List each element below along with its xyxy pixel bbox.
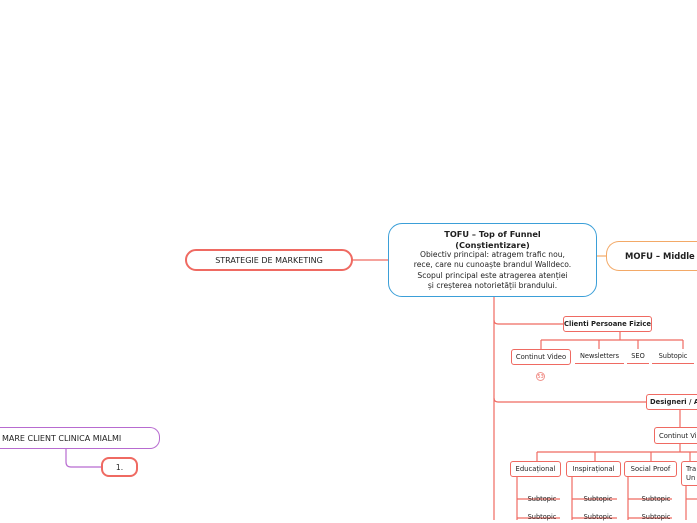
topic-strategie-de-marketing[interactable]: STRATEGIE DE MARKETING bbox=[185, 249, 353, 271]
topic-mofu[interactable]: MOFU – Middle of bbox=[606, 241, 697, 271]
educational-label: Educațional bbox=[515, 465, 556, 473]
subtopic-ins-1-label: Subtopic bbox=[583, 495, 613, 503]
clinica-label: MARE CLIENT CLINICA MIALMI bbox=[2, 433, 122, 443]
link-clinica-step bbox=[65, 448, 101, 468]
step-one-label: 1. bbox=[115, 462, 124, 472]
topic-subtopic-edu-2[interactable]: Subtopic bbox=[521, 511, 563, 523]
central-body-line1: Obiectiv principal: atragem trafic nou, bbox=[420, 250, 565, 260]
topic-step-one[interactable]: 1. bbox=[101, 457, 138, 477]
topic-educational[interactable]: Educațional bbox=[510, 461, 561, 477]
link-designeri bbox=[493, 397, 646, 403]
tra-label-line2: Un bbox=[686, 473, 696, 482]
designeri-label: Designeri / Ar bbox=[650, 398, 697, 406]
subtopic-ins-2-label: Subtopic bbox=[583, 513, 613, 521]
topic-designeri-arhitecti[interactable]: Designeri / Ar bbox=[646, 394, 697, 410]
subtopic-soc-1-label: Subtopic bbox=[641, 495, 671, 503]
inspirational-label: Inspirațional bbox=[572, 465, 615, 473]
mofu-label: MOFU – Middle of bbox=[625, 251, 697, 261]
tra-label-line1: Tra bbox=[686, 464, 697, 473]
topic-seo[interactable]: SEO bbox=[627, 349, 649, 364]
topic-subtopic-pf[interactable]: Subtopic bbox=[652, 349, 694, 364]
topic-subtopic-ins-2[interactable]: Subtopic bbox=[577, 511, 619, 523]
newsletters-label: Newsletters bbox=[579, 352, 620, 360]
topic-subtopic-soc-2[interactable]: Subtopic bbox=[635, 511, 677, 523]
seo-label: SEO bbox=[631, 352, 645, 360]
central-title-line1: TOFU – Top of Funnel bbox=[444, 229, 541, 239]
central-body-line4: și creșterea notorietății brandului. bbox=[427, 280, 558, 290]
link-clienti bbox=[493, 319, 563, 325]
topic-mare-client-clinica-mialmi[interactable]: MARE CLIENT CLINICA MIALMI bbox=[0, 427, 160, 449]
central-topic-tofu[interactable]: TOFU – Top of Funnel (Conștientizare) Ob… bbox=[388, 223, 597, 297]
topic-subtopic-soc-1[interactable]: Subtopic bbox=[635, 493, 677, 505]
clienti-pf-label: Clienti Persoane Fizice bbox=[564, 320, 651, 328]
continut-video-label: Continut Video bbox=[515, 353, 567, 361]
topic-tra-partial[interactable]: Tra Un bbox=[681, 461, 697, 486]
topic-inspirational[interactable]: Inspirațional bbox=[566, 461, 621, 477]
topic-newsletters[interactable]: Newsletters bbox=[575, 349, 624, 364]
topic-subtopic-ins-1[interactable]: Subtopic bbox=[577, 493, 619, 505]
topic-continut-video-designeri[interactable]: Continut Vi bbox=[654, 427, 697, 444]
strategie-label: STRATEGIE DE MARKETING bbox=[215, 255, 323, 265]
subtopic-edu-2-label: Subtopic bbox=[527, 513, 557, 521]
designeri-video-label: Continut Vi bbox=[659, 431, 697, 440]
subtopic-pf-label: Subtopic bbox=[658, 352, 688, 360]
comment-count-badge[interactable]: 53 bbox=[536, 372, 545, 381]
topic-subtopic-edu-1[interactable]: Subtopic bbox=[521, 493, 563, 505]
central-body-line2: rece, care nu cunoaște brandul Walldeco. bbox=[413, 260, 572, 270]
subtopic-edu-1-label: Subtopic bbox=[527, 495, 557, 503]
central-body-line3: Scopul principal este atragerea atenției bbox=[417, 270, 568, 280]
topic-clienti-persoane-fizice[interactable]: Clienti Persoane Fizice bbox=[563, 316, 652, 332]
subtopic-soc-2-label: Subtopic bbox=[641, 513, 671, 521]
social-proof-label: Social Proof bbox=[630, 465, 671, 473]
topic-social-proof[interactable]: Social Proof bbox=[624, 461, 677, 477]
central-title-line2: (Conștientizare) bbox=[455, 239, 530, 250]
topic-continut-video[interactable]: Continut Video bbox=[511, 349, 571, 365]
